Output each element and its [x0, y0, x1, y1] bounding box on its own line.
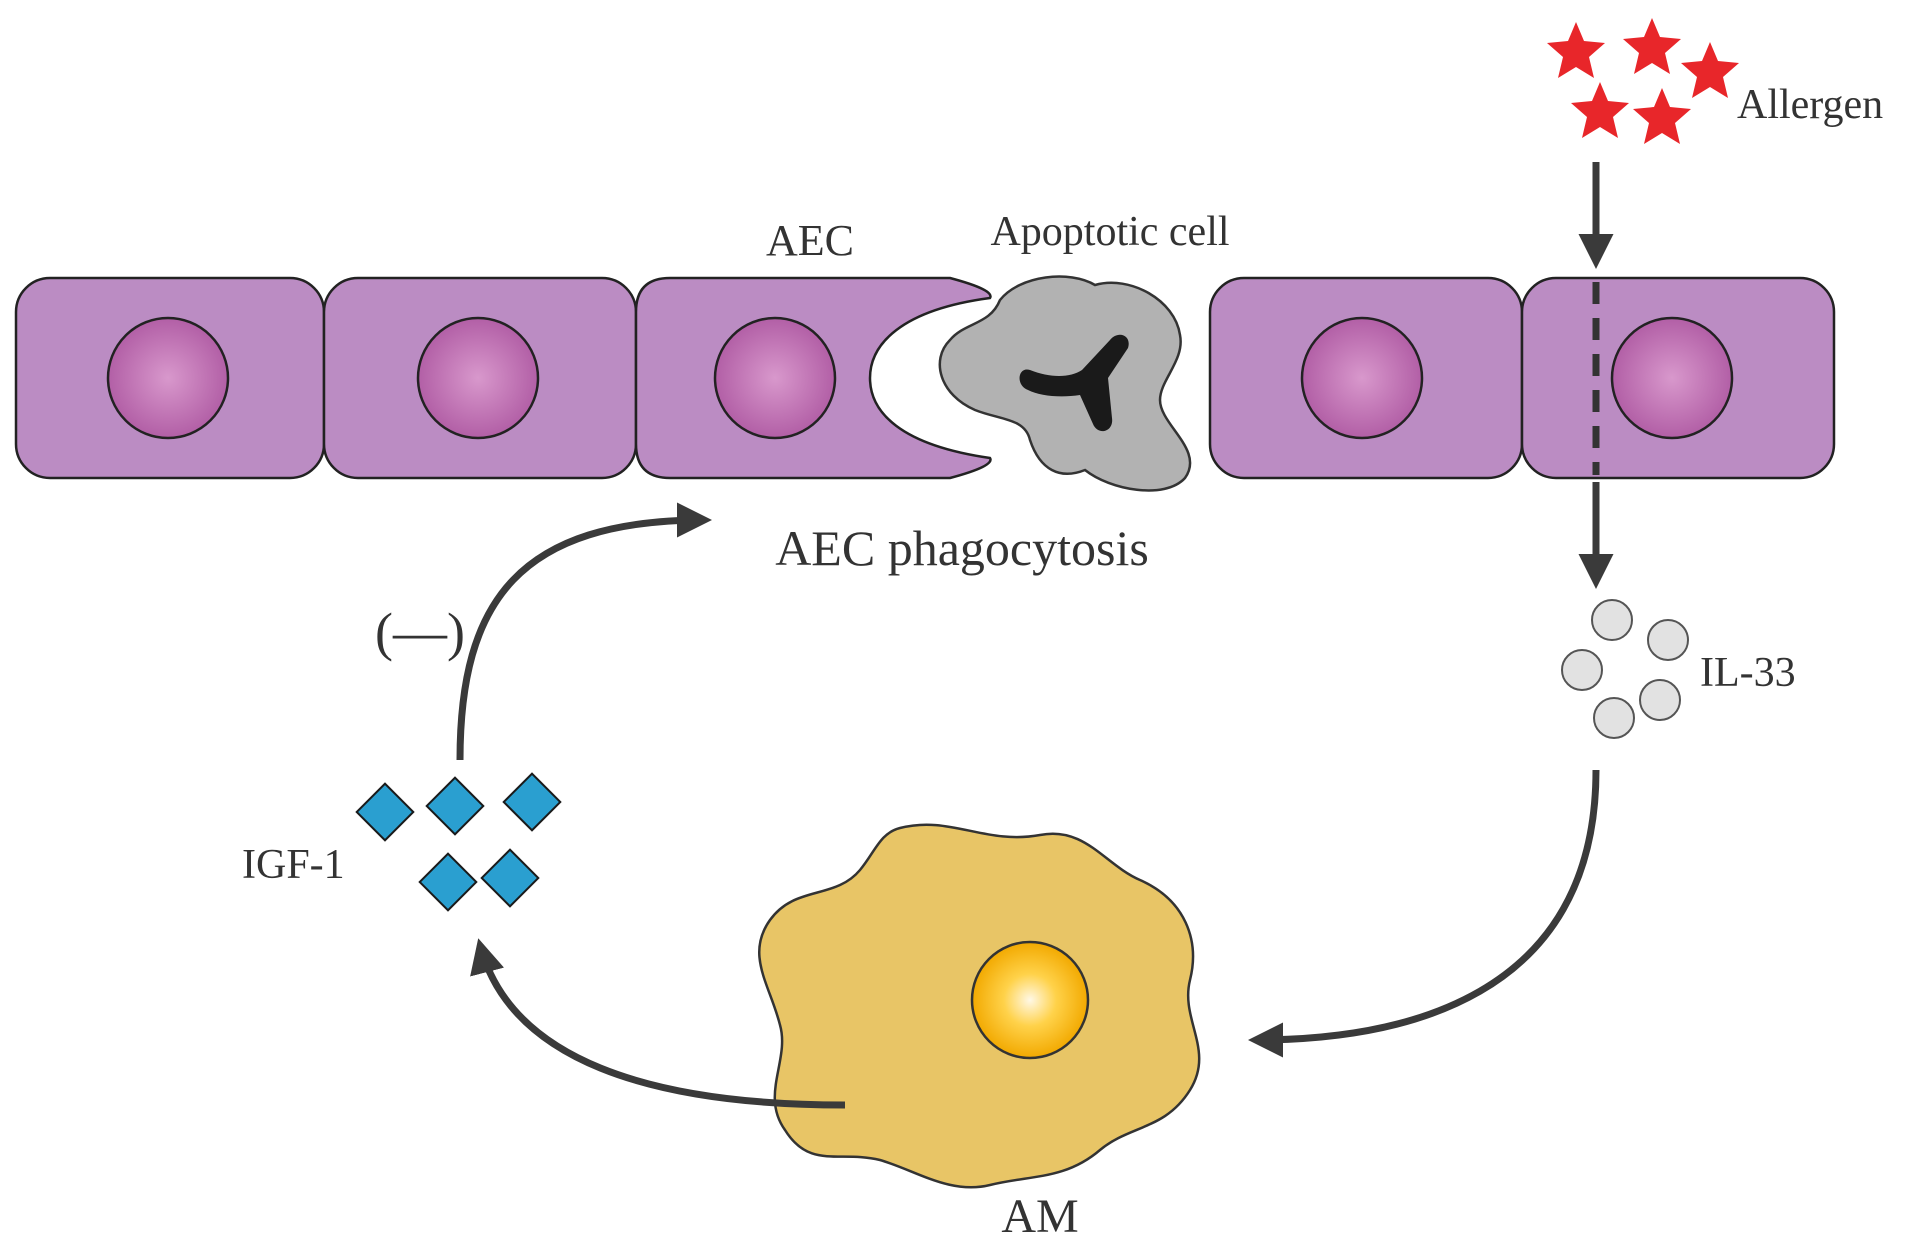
il33-to-am-arrow: [1248, 769, 1600, 1058]
red-star-icon: [1547, 22, 1605, 78]
epithelial-cell: [1208, 276, 1524, 480]
apoptotic-cell-label: Apoptotic cell: [990, 209, 1229, 255]
am-label: AM: [1001, 1190, 1078, 1240]
il33-cluster: [1561, 599, 1689, 739]
epithelial-cell: [322, 276, 638, 480]
diamond-icon: [480, 848, 540, 908]
red-star-icon: [1633, 88, 1691, 144]
cell-nucleus: [713, 316, 837, 440]
circle-icon: [1561, 649, 1603, 691]
red-star-icon: [1623, 18, 1681, 74]
cell-nucleus: [1300, 316, 1424, 440]
circle-icon: [1639, 679, 1681, 721]
circle-icon: [1591, 599, 1633, 641]
alveolar-macrophage: [758, 823, 1201, 1189]
arrows: [456, 162, 1614, 1109]
diamond-icon: [418, 852, 478, 912]
igf1-label: IGF-1: [242, 842, 345, 888]
am-to-igf1-arrow: [470, 938, 846, 1109]
il33-label: IL-33: [1700, 650, 1796, 696]
aec-phagocytosis-label: AEC phagocytosis: [775, 520, 1149, 576]
allergen-cluster: [1547, 18, 1739, 144]
red-star-icon: [1681, 42, 1739, 98]
inhibition-label: (—): [375, 602, 465, 662]
fragmented-nucleus: [1019, 334, 1129, 432]
circle-icon: [1593, 697, 1635, 739]
red-star-icon: [1571, 82, 1629, 138]
aec-phagocytosing-cell: [634, 276, 992, 480]
cell-nucleus: [416, 316, 540, 440]
aec-label: AEC: [766, 216, 854, 265]
epithelial-layer: [14, 276, 1836, 480]
apoptotic-cell: [938, 275, 1192, 492]
igf1-to-phagocytosis-arrow: [456, 502, 712, 761]
igf1-cluster: [355, 772, 562, 912]
epithelial-cell: [14, 276, 326, 480]
cell-nucleus: [106, 316, 230, 440]
circle-icon: [1647, 619, 1689, 661]
allergen-exposed-cell: [1520, 276, 1836, 480]
macrophage-nucleus: [970, 940, 1090, 1060]
allergen-label: Allergen: [1737, 82, 1883, 128]
diamond-icon: [355, 782, 415, 842]
diamond-icon: [502, 772, 562, 832]
cell-nucleus: [1610, 316, 1734, 440]
diamond-icon: [425, 776, 485, 836]
